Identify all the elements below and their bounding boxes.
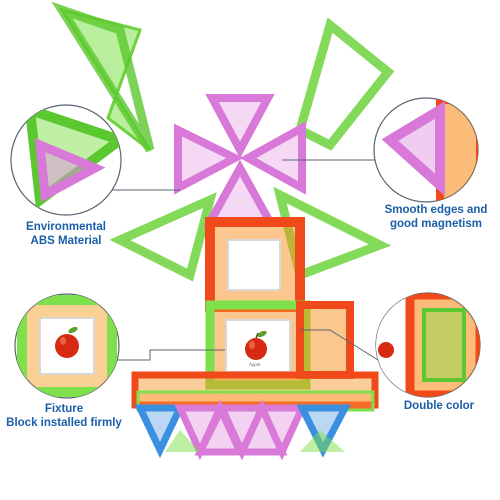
green-blade-bottom-left	[109, 192, 217, 282]
callout-smooth-edges: Smooth edges and good magnetism	[372, 203, 500, 231]
green-blade-top-right	[294, 17, 395, 151]
svg-text:Apple: Apple	[249, 362, 261, 367]
callout-lines	[108, 159, 379, 361]
callout-fixture-line1: Fixture	[44, 403, 84, 415]
callout-smooth-line2: good magnetism	[389, 218, 482, 230]
callout-smooth-line1: Smooth edges and	[384, 204, 488, 216]
callout-environmental-line2: ABS Material	[30, 235, 102, 247]
callout-double-color: Double color	[384, 399, 494, 413]
tower: Apple	[205, 217, 354, 390]
apple-card-icon: Apple	[245, 330, 267, 367]
callout-environmental-material: Environmental ABS Material	[6, 220, 126, 248]
callout-double-line1: Double color	[403, 400, 475, 412]
zoom-circle-edges	[373, 97, 479, 203]
callout-fixture: Fixture Block installed firmly	[0, 402, 128, 430]
zoom-circle-fixture	[14, 293, 120, 399]
callout-fixture-line2: Block installed firmly	[6, 417, 122, 429]
zoom-circle-double-color	[375, 292, 481, 398]
zoom-circle-material	[10, 104, 122, 216]
base	[131, 371, 379, 461]
callout-environmental-line1: Environmental	[26, 221, 106, 233]
